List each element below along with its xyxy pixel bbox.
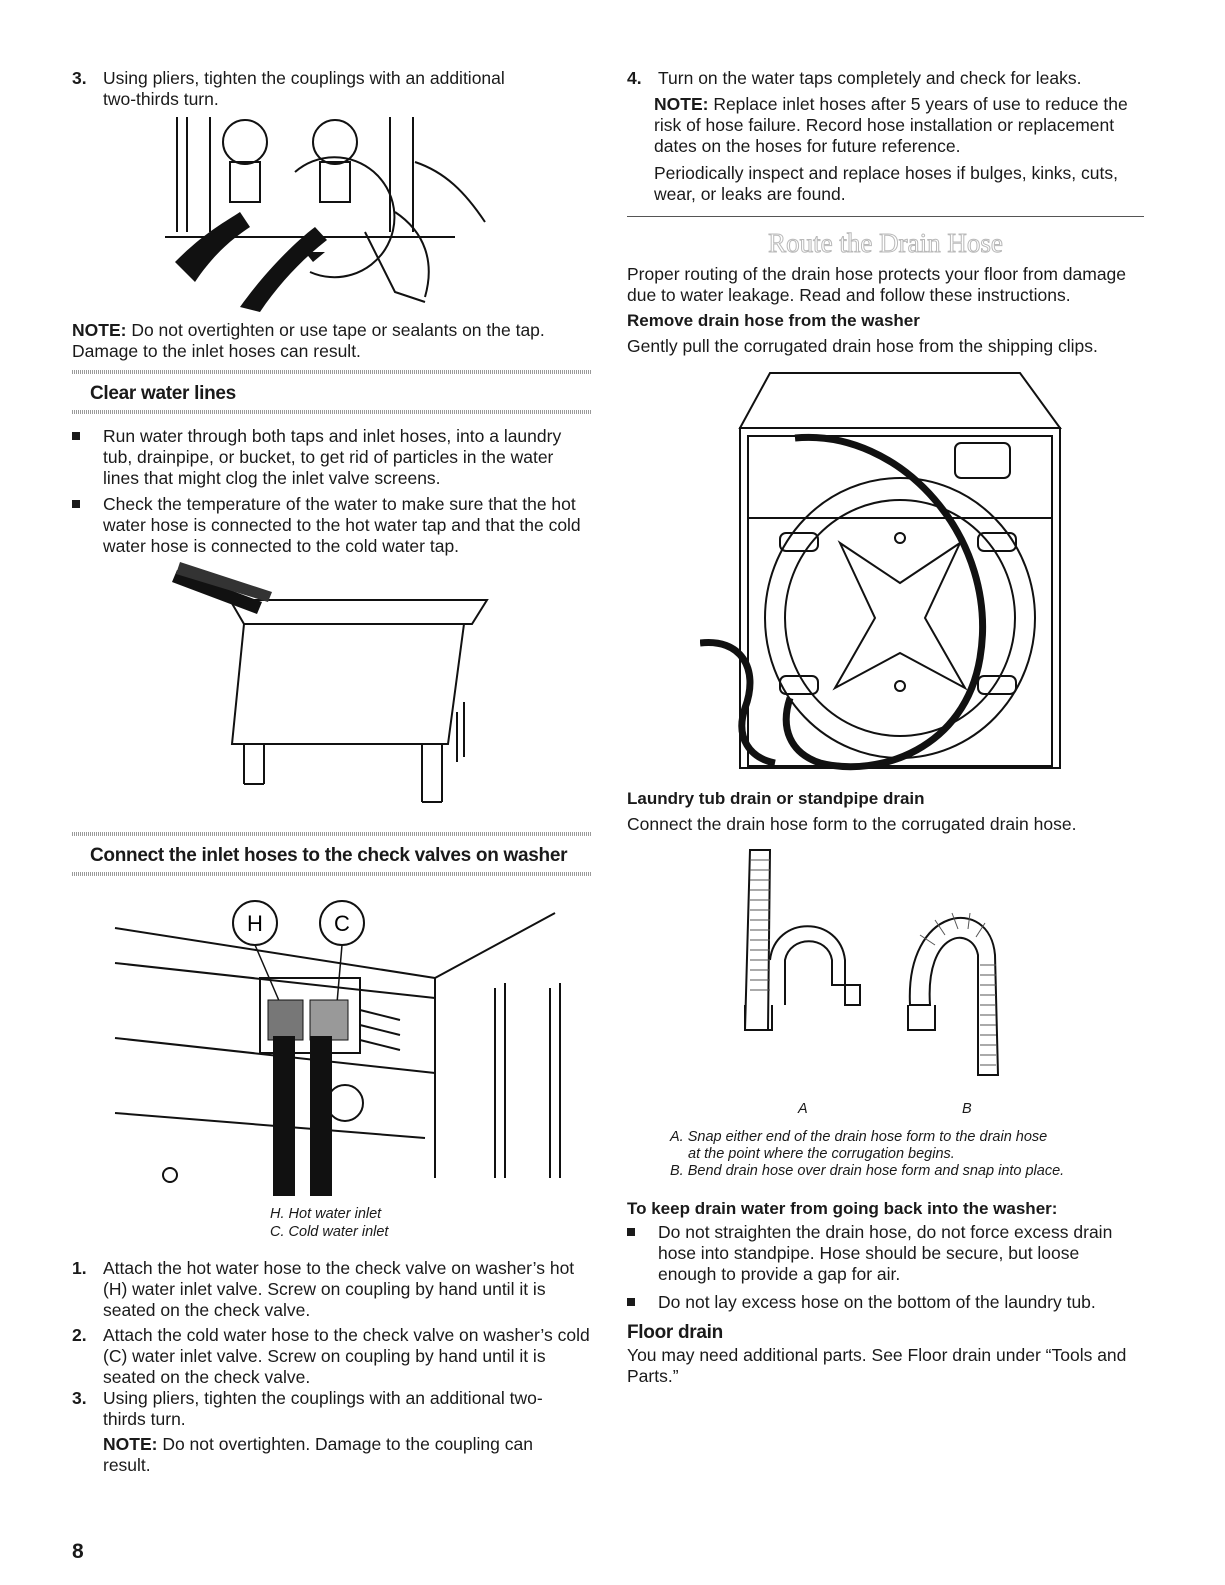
- figure-label-a: A: [798, 1101, 808, 1117]
- inspect-hoses-text: Periodically inspect and replace hoses i…: [654, 163, 1118, 204]
- step-text: Using pliers, tighten the couplings with…: [103, 68, 505, 109]
- step-1: 1. Attach the hot water hose to the chec…: [72, 1258, 592, 1321]
- bullet-marker: [627, 1228, 635, 1236]
- caption-a-line1: A. Snap either end of the drain hose for…: [670, 1129, 1048, 1145]
- bullet-text: Run water through both taps and inlet ho…: [103, 426, 562, 488]
- step-text: Using pliers, tighten the couplings with…: [103, 1388, 543, 1429]
- section-title-route-drain-hose: Route the Drain Hose: [768, 228, 1004, 259]
- heading-keep-drain-water: To keep drain water from going back into…: [627, 1199, 1058, 1218]
- note-text: Do not overtighten. Damage to the coupli…: [103, 1434, 533, 1475]
- caption-hot-water-inlet: H. Hot water inlet: [270, 1206, 382, 1222]
- step-2: 2. Attach the cold water hose to the che…: [72, 1325, 592, 1388]
- remove-drain-hose-text: Gently pull the corrugated drain hose fr…: [627, 336, 1098, 356]
- section-rule: [627, 216, 1144, 217]
- bullet-marker: [72, 500, 80, 508]
- step-3: 3. Using pliers, tighten the couplings w…: [72, 1388, 572, 1430]
- drain-hose-form-illustration: [743, 849, 1000, 1076]
- step-text: Turn on the water taps completely and ch…: [658, 68, 1082, 88]
- caption-a-line2: at the point where the corrugation begin…: [688, 1146, 955, 1162]
- bullet-do-not-lay: Do not lay excess hose on the bottom of …: [627, 1292, 1142, 1313]
- step-number: 4.: [627, 68, 642, 88]
- step-4: 4. Turn on the water taps completely and…: [627, 68, 1147, 89]
- heading-connect-inlet-hoses: Connect the inlet hoses to the check val…: [90, 845, 568, 866]
- note-text: Replace inlet hoses after 5 years of use…: [654, 94, 1128, 156]
- check-valves-illustration: H C: [114, 900, 561, 1196]
- page-number: 8: [72, 1540, 84, 1563]
- bullet-marker: [627, 1298, 635, 1306]
- laundry-tub-illustration: [172, 562, 489, 803]
- step-number: 1.: [72, 1258, 87, 1278]
- figure-label-b: B: [962, 1101, 972, 1117]
- note-text: Do not overtighten or use tape or sealan…: [72, 320, 545, 361]
- pliers-tightening-illustration: [165, 117, 486, 312]
- bullet-marker: [72, 432, 80, 440]
- intro-text: Proper routing of the drain hose protect…: [627, 264, 1127, 305]
- step-number: 3.: [72, 1388, 87, 1408]
- step-text: Attach the cold water hose to the check …: [103, 1325, 590, 1387]
- divider: [72, 832, 592, 836]
- divider: [72, 410, 592, 414]
- divider: [72, 872, 592, 876]
- bullet-check-temperature: Check the temperature of the water to ma…: [72, 494, 587, 557]
- laundry-tub-drain-text: Connect the drain hose form to the corru…: [627, 814, 1077, 834]
- note-label: NOTE:: [103, 1434, 158, 1454]
- note-overtighten-tap: NOTE: Do not overtighten or use tape or …: [72, 320, 572, 362]
- caption-cold-water-inlet: C. Cold water inlet: [270, 1224, 389, 1240]
- bullet-text: Check the temperature of the water to ma…: [103, 494, 581, 556]
- heading-laundry-tub-drain: Laundry tub drain or standpipe drain: [627, 789, 925, 808]
- bullet-do-not-straighten: Do not straighten the drain hose, do not…: [627, 1222, 1142, 1285]
- bullet-text: Do not lay excess hose on the bottom of …: [658, 1292, 1096, 1312]
- step-text: Attach the hot water hose to the check v…: [103, 1258, 575, 1320]
- bullet-run-water: Run water through both taps and inlet ho…: [72, 426, 587, 489]
- note-label: NOTE:: [72, 320, 127, 340]
- bullet-text: Do not straighten the drain hose, do not…: [658, 1222, 1113, 1284]
- heading-remove-drain-hose: Remove drain hose from the washer: [627, 311, 920, 330]
- heading-floor-drain: Floor drain: [627, 1322, 723, 1343]
- washer-back-illustration: [700, 372, 1062, 771]
- label-h: H: [247, 911, 263, 936]
- label-c: C: [334, 911, 350, 936]
- note-overtighten-coupling: NOTE: Do not overtighten. Damage to the …: [103, 1434, 563, 1476]
- divider: [72, 370, 592, 374]
- step-number: 3.: [72, 68, 87, 88]
- caption-b: B. Bend drain hose over drain hose form …: [670, 1163, 1065, 1179]
- step-3-top: 3. Using pliers, tighten the couplings w…: [72, 68, 532, 110]
- floor-drain-text: You may need additional parts. See Floor…: [627, 1345, 1127, 1386]
- step-number: 2.: [72, 1325, 87, 1345]
- heading-clear-water-lines: Clear water lines: [90, 383, 236, 404]
- note-label: NOTE:: [654, 94, 709, 114]
- note-replace-hoses: NOTE: Replace inlet hoses after 5 years …: [654, 94, 1149, 157]
